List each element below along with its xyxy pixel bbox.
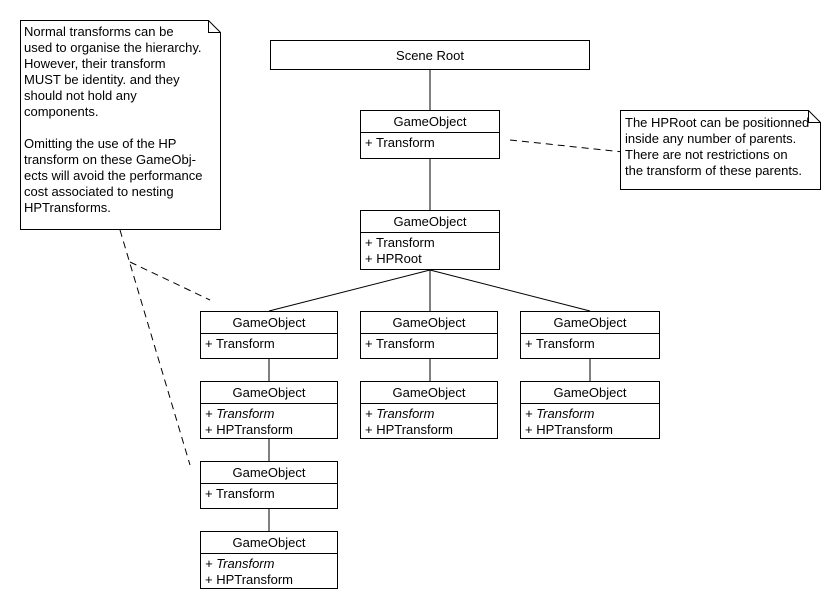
gameobject-title: GameObject (201, 382, 337, 404)
gameobject-title: GameObject (201, 532, 337, 554)
note-left-paragraph-2: Omitting the use of the HP transform on … (24, 136, 218, 216)
note-line: the transform of these parents. (625, 163, 803, 178)
attribute-transform: + Transform (365, 235, 435, 250)
attribute-hptransform: + HPTransform (205, 572, 294, 587)
note-line: transform on these GameObj- (24, 152, 196, 167)
gameobject-box-mid-2: GameObject + Transform + HPTransform (360, 381, 498, 439)
note-line: inside any number of parents. (625, 131, 797, 146)
note-anchor-left-b (129, 261, 211, 301)
note-right-fold (808, 110, 821, 123)
gameobject-box-left-2: GameObject + Transform + HPTransform (200, 381, 338, 439)
attribute-hptransform: + HPTransform (205, 422, 294, 437)
gameobject-box-left-3: GameObject + Transform (200, 461, 338, 509)
note-left-shape (20, 20, 221, 230)
note-line: used to organise the hierarchy. (24, 40, 202, 55)
note-line: components. (24, 104, 99, 119)
attribute-transform: + Transform (205, 406, 275, 421)
gameobject-box-left-4: GameObject + Transform + HPTransform (200, 531, 338, 589)
note-anchor-right (509, 139, 624, 153)
gameobject-title: GameObject (361, 312, 497, 334)
note-right-shape (620, 110, 821, 190)
gameobject-box-hproot: GameObject + Transform + HPRoot (360, 210, 500, 270)
attribute-hptransform: + HPTransform (525, 422, 614, 437)
note-left: Normal transforms can be used to organis… (24, 24, 218, 216)
note-line: Normal transforms can be (24, 24, 174, 39)
note-line: There are not restrictions on (625, 147, 788, 162)
gameobject-title: GameObject (521, 312, 659, 334)
note-line: should not hold any (24, 88, 137, 103)
note-line: Omitting the use of the HP (24, 136, 177, 151)
note-line: However, their transform (24, 56, 166, 71)
attribute-transform: + Transform (525, 406, 595, 421)
note-line: cost associated to nesting (24, 184, 174, 199)
gameobject-box-1: GameObject + Transform (360, 110, 500, 159)
gameobject-title: GameObject (201, 462, 337, 484)
note-line: MUST be identity. and they (24, 72, 180, 87)
scene-root-label: Scene Root (396, 48, 464, 63)
attribute-transform: + Transform (205, 556, 275, 571)
note-right: The HPRoot can be positionned inside any… (625, 115, 819, 179)
attribute-hptransform: + HPTransform (365, 422, 454, 437)
attribute-transform: + Transform (365, 336, 435, 351)
edge-go2-right1 (429, 269, 591, 312)
edge-go2-left1 (268, 269, 431, 312)
attribute-hproot: + HPRoot (365, 251, 422, 266)
attribute-transform: + Transform (365, 135, 435, 150)
attribute-transform: + Transform (365, 406, 435, 421)
gameobject-title: GameObject (361, 211, 499, 233)
attribute-transform: + Transform (205, 336, 275, 351)
gameobject-title: GameObject (521, 382, 659, 404)
gameobject-box-left-1: GameObject + Transform (200, 311, 338, 359)
gameobject-title: GameObject (201, 312, 337, 334)
attribute-transform: + Transform (205, 486, 275, 501)
gameobject-box-right-1: GameObject + Transform (520, 311, 660, 359)
gameobject-box-mid-1: GameObject + Transform (360, 311, 498, 359)
gameobject-title: GameObject (361, 382, 497, 404)
note-line: The HPRoot can be positionned (625, 115, 810, 130)
note-right-paragraph-1: The HPRoot can be positionned inside any… (625, 115, 819, 179)
note-line: ects will avoid the performance (24, 168, 203, 183)
scene-root-box: Scene Root (270, 40, 590, 70)
note-anchor-left-a (119, 229, 191, 466)
note-line: HPTransforms. (24, 200, 111, 215)
note-left-fold (208, 20, 221, 33)
note-left-paragraph-1: Normal transforms can be used to organis… (24, 24, 218, 120)
gameobject-box-right-2: GameObject + Transform + HPTransform (520, 381, 660, 439)
gameobject-title: GameObject (361, 111, 499, 133)
attribute-transform: + Transform (525, 336, 595, 351)
